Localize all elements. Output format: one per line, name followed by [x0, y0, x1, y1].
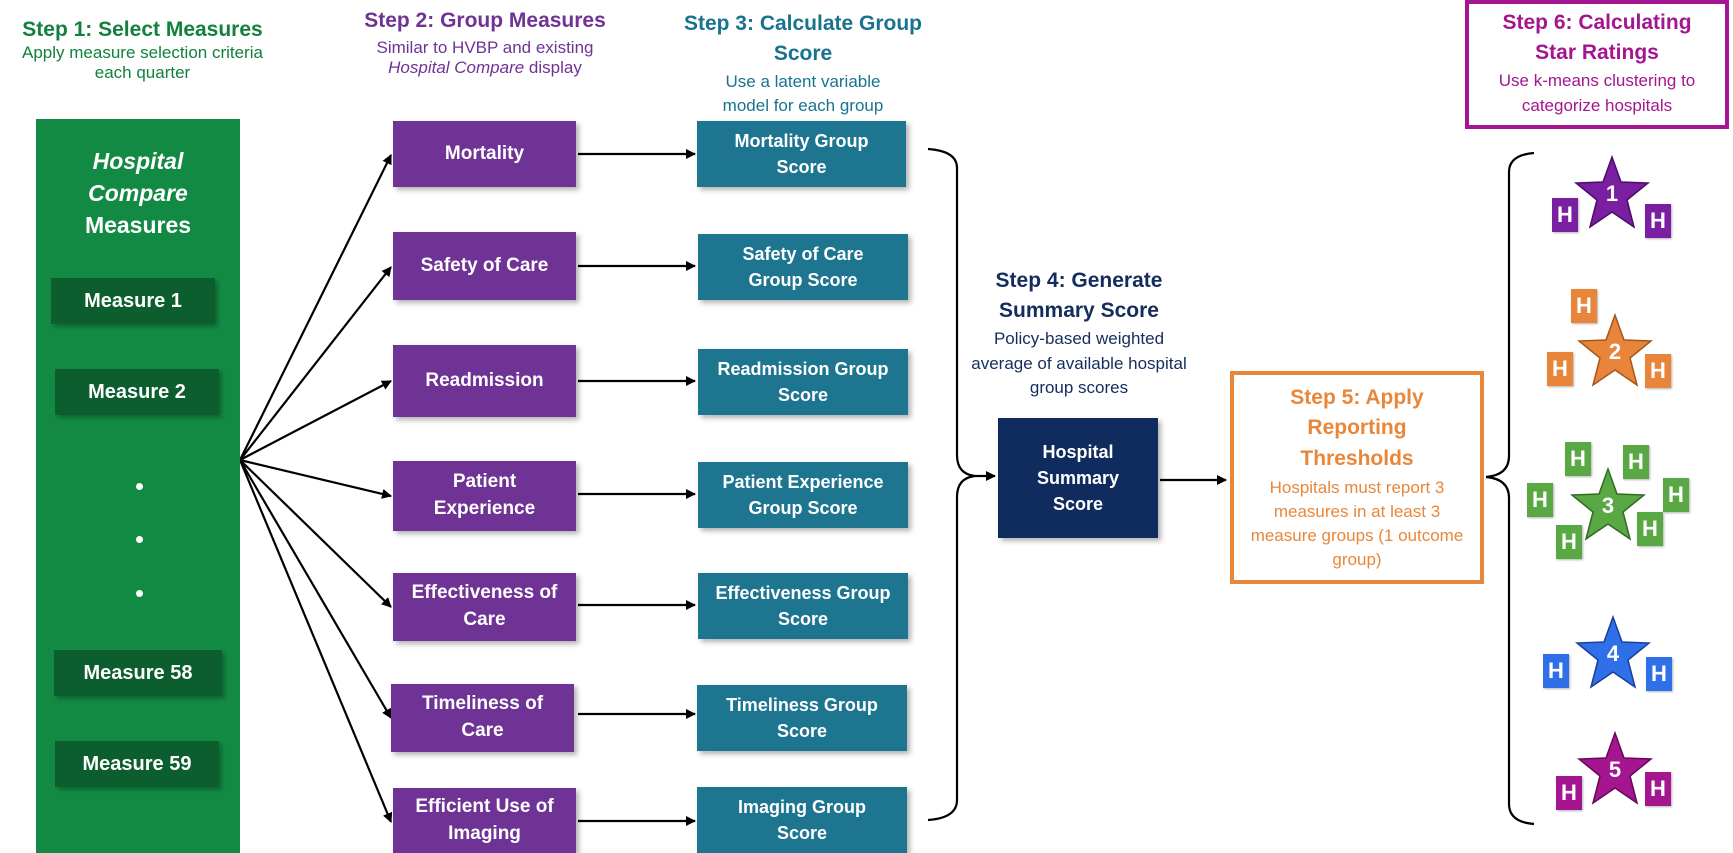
star-number: 5	[1608, 757, 1622, 782]
group-box-mortality: Mortality	[393, 121, 576, 187]
star-ratings-brace	[1485, 151, 1535, 826]
panel-title: Hospital Compare Measures	[36, 145, 240, 242]
hospital-icon: H	[1547, 352, 1573, 386]
step5-title: Step 5: Apply Reporting Thresholds	[1290, 386, 1424, 470]
step5-subtitle: Hospitals must report 3 measures in at l…	[1250, 478, 1464, 569]
hospital-icon: H	[1645, 204, 1671, 238]
step1-header: Step 1: Select Measures Apply measure se…	[0, 18, 285, 83]
hospital-icon: H	[1556, 525, 1582, 559]
group-box-timeliness-of-care: Timeliness of Care	[391, 684, 574, 752]
score-box-effectiveness: Effectiveness Group Score	[698, 573, 908, 639]
star-5-icon: 5	[1577, 731, 1653, 805]
hospital-summary-score-box: Hospital Summary Score	[998, 418, 1158, 538]
group-box-efficient-use-of-imaging: Efficient Use of Imaging	[393, 788, 576, 853]
hospital-icon: H	[1565, 442, 1591, 476]
group-box-patient-experience: Patient Experience	[393, 461, 576, 531]
panel-title-italic-1: Hospital	[92, 148, 184, 174]
star-number: 2	[1608, 339, 1622, 364]
fan-arrow-timeliness	[239, 459, 392, 719]
step6-title: Step 6: Calculating Star Ratings	[1502, 11, 1692, 65]
hospital-icon: H	[1645, 354, 1671, 388]
step4-subtitle: Policy-based weighted average of availab…	[971, 328, 1187, 398]
step2-subtitle-line1: Similar to HVBP and existing	[376, 37, 594, 57]
group-scores-brace	[927, 147, 976, 822]
measure-item: Measure 58	[54, 650, 222, 696]
fan-arrow-safety	[239, 266, 392, 461]
ellipsis-dot	[136, 483, 143, 490]
star-3-icon: 3	[1570, 467, 1646, 541]
star-1-icon: 1	[1574, 155, 1650, 229]
fan-arrow-effectiveness	[239, 459, 392, 608]
star-number: 3	[1601, 493, 1615, 518]
group-box-safety-of-care: Safety of Care	[393, 232, 576, 300]
ellipsis-dot	[136, 590, 143, 597]
step3-header: Step 3: Calculate Group Score Use a late…	[668, 9, 938, 117]
group-box-effectiveness-of-care: Effectiveness of Care	[393, 573, 576, 641]
hospital-compare-panel: Hospital Compare Measures Measure 1 Meas…	[36, 119, 240, 853]
hospital-icon: H	[1556, 776, 1582, 810]
fan-arrow-mortality	[239, 154, 392, 461]
step5-box: Step 5: Apply Reporting Thresholds Hospi…	[1230, 371, 1484, 584]
score-box-safety-of-care: Safety of Care Group Score	[698, 234, 908, 300]
hospital-icon: H	[1645, 772, 1671, 806]
hospital-icon: H	[1646, 657, 1672, 691]
fan-arrow-imaging	[238, 459, 393, 823]
measure-item: Measure 59	[55, 741, 219, 787]
step2-header: Step 2: Group Measures Similar to HVBP a…	[345, 9, 625, 78]
score-box-imaging: Imaging Group Score	[697, 787, 907, 853]
star-4-icon: 4	[1575, 615, 1651, 689]
panel-title-italic-2: Compare	[88, 180, 188, 207]
measure-item: Measure 1	[51, 278, 215, 324]
group-box-readmission: Readmission	[393, 345, 576, 417]
step1-title: Step 1: Select Measures	[22, 18, 263, 41]
star-2-icon: 2	[1577, 313, 1653, 387]
step3-subtitle: Use a latent variable model for each gro…	[722, 71, 884, 115]
hospital-icon: H	[1543, 654, 1569, 688]
score-box-mortality: Mortality Group Score	[697, 121, 906, 187]
hospital-icon: H	[1552, 198, 1578, 232]
step4-title: Step 4: Generate Summary Score	[995, 269, 1163, 323]
star-number: 4	[1606, 641, 1620, 666]
step3-title: Step 3: Calculate Group Score	[683, 12, 923, 66]
score-box-readmission: Readmission Group Score	[698, 349, 908, 415]
hospital-icon: H	[1637, 512, 1663, 546]
score-box-timeliness: Timeliness Group Score	[697, 685, 907, 751]
step2-title: Step 2: Group Measures	[364, 9, 606, 32]
step2-subtitle-end: display	[524, 57, 582, 77]
ellipsis-dot	[136, 536, 143, 543]
step6-subtitle: Use k-means clustering to categorize hos…	[1498, 70, 1696, 115]
fan-arrow-patient-experience	[239, 458, 392, 499]
step4-header: Step 4: Generate Summary Score Policy-ba…	[970, 266, 1188, 401]
hospital-icon: H	[1527, 483, 1553, 517]
panel-title-plain: Measures	[84, 212, 192, 239]
score-box-patient-experience: Patient Experience Group Score	[698, 462, 908, 528]
hospital-icon: H	[1663, 478, 1689, 512]
star-number: 1	[1605, 181, 1619, 206]
step6-box: Step 6: Calculating Star Ratings Use k-m…	[1465, 0, 1729, 129]
fan-arrow-readmission	[239, 380, 392, 461]
step2-subtitle-italic: Hospital Compare	[388, 57, 525, 77]
step1-subtitle: Apply measure selection criteria each qu…	[22, 42, 263, 82]
measure-item: Measure 2	[55, 369, 219, 415]
hospital-icon: H	[1623, 445, 1649, 479]
hospital-icon: H	[1571, 289, 1597, 323]
